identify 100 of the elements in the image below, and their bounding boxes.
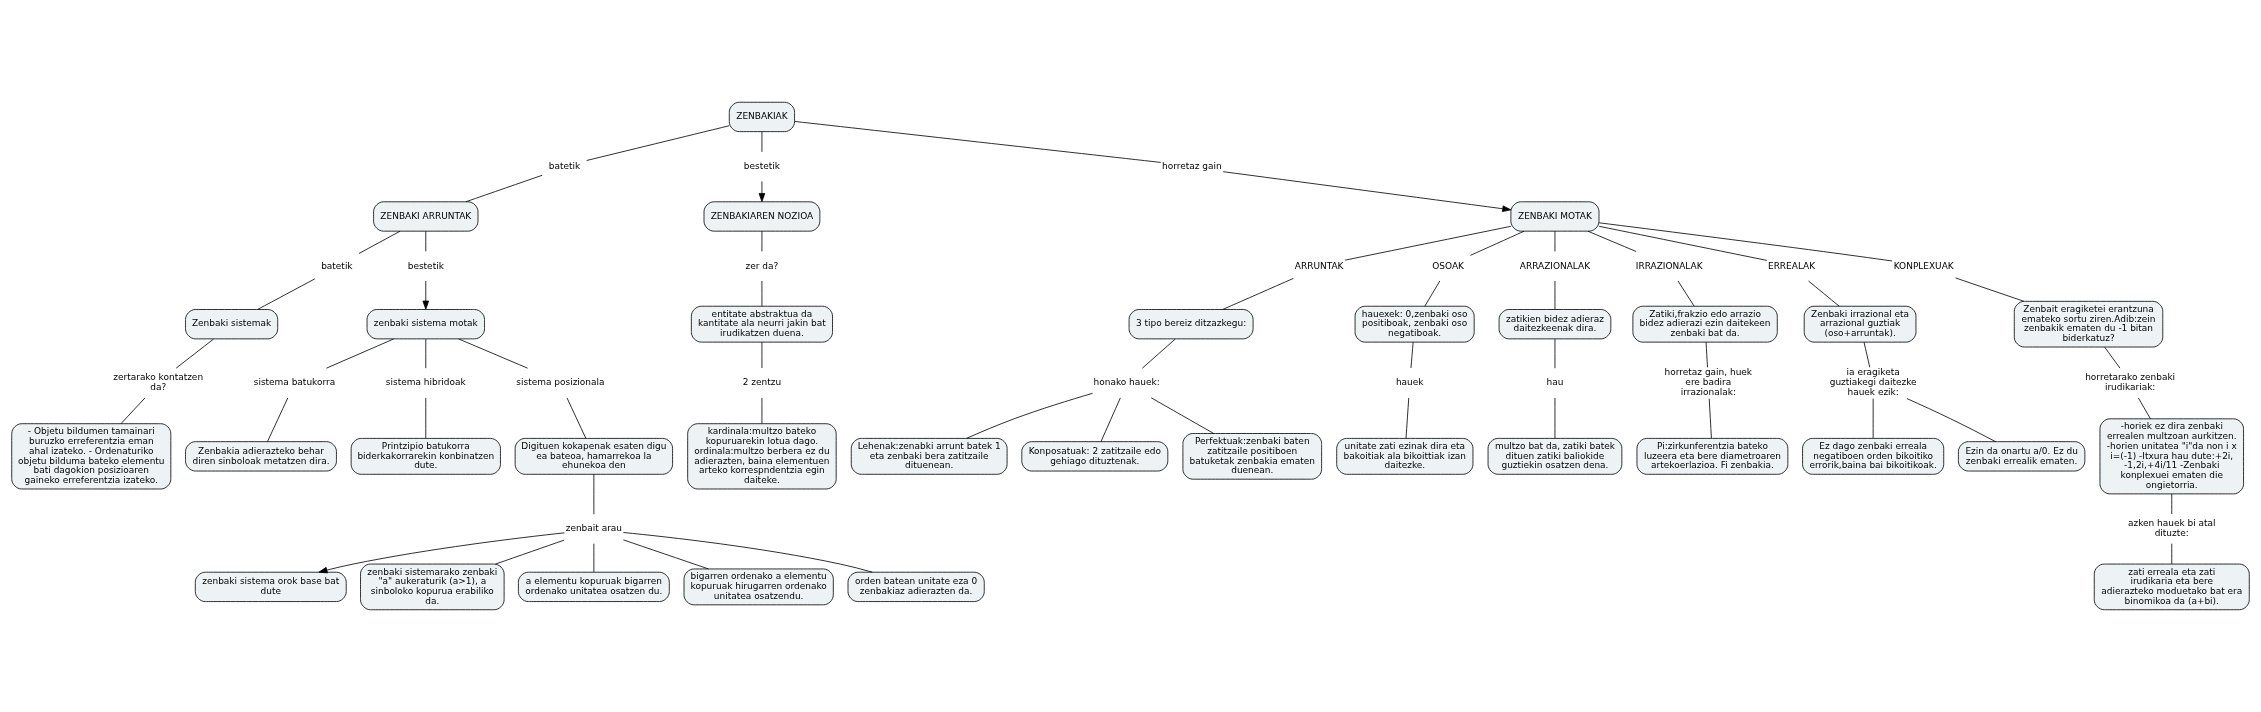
connector [326,338,395,369]
node-box: Ez dago zenbaki erreala negatiboen orden bikoitiko errorik,baina bai bikoitikoak. [1802,438,1945,475]
node-box: - Objetu bildumen tamainari buruzko erreferentzia eman ahal izateko. - Ordenaturiko objetu bilduma bateko elementu bati dagokion posizioaren gaineko erreferentzia izateko. [11,423,172,490]
connector [425,397,427,439]
arrow [758,181,766,202]
connector [1554,280,1556,310]
connector [1424,280,1441,307]
node-text: hauek [1395,377,1424,388]
connector [1808,280,1840,307]
node-box: Pi:zirkunferentzia bateko luzeera eta bere diametroaren artekoerlazioa. Fi zenbakia. [1636,438,1789,475]
node-text: honako hauek: [1093,377,1160,388]
node-text: zertarako kontatzen da? [113,372,204,393]
connector [2171,543,2173,565]
connector [1705,341,1708,368]
node-text: IRRAZIONALAK [1635,260,1703,271]
node-box: zatikien bidez adieraz daitezkeenak dira. [1498,309,1612,340]
connector [1598,225,1768,261]
connector [425,338,427,369]
connector [175,338,214,369]
connector [1150,397,1215,434]
connector [794,121,1162,163]
node-box: Zenbakia adierazteko behar diren sinboloak metatzen dira. [185,441,337,472]
connector [458,338,528,369]
node-box: zenbaki sistema motak [366,309,485,340]
node-box: 3 tipo bereiz ditzazkegu: [1128,309,1254,340]
node-box: zati erreala eta zati irudikaria eta bere adierazteko moduetako bat era binomikoa da (a+bi). [2093,563,2250,611]
node-box: zenbaki sistemarako zenbaki "a" aukeraturik (a>1), a sinboloko kopurua erabiliko da. [360,563,505,611]
node-box: Perfektuak:zenbaki baten zatitzaile positiboen batuketak zenbakia ematen duenean. [1182,433,1323,480]
node-box: bigarren ordenako a elementu kopuruak hirugarren ordenako unitatea osatzendu. [683,568,834,606]
connector [2104,346,2121,369]
connector [1100,397,1121,443]
node-box: Zenbaki sistemak [185,309,279,340]
node-box: ZENBAKIAREN NOZIOA [703,201,821,232]
connector [966,392,1093,439]
connector [1955,277,2025,302]
node-text: horretaz gain [1162,161,1222,171]
node-text: OSOAK [1432,260,1464,271]
node-box: Printzipio batukorra biderkakorrarekin konbinatzen dute. [350,438,501,475]
node-box: a elementu kopuruak bigarren ordenako unitatea osatzen du. [518,571,670,602]
connector [1587,230,1637,252]
node-box: Zenbait eragiketei erantzuna emateko sortu ziren.Adib:zein zenbakik ematen du -1 bitan biderkatuz? [2013,300,2164,348]
node-text: sistema posizionala [516,377,605,388]
node-text: horretaz gain, huek ere badira irrazionalak: [1664,367,1753,397]
node-text: ia eragiketa guztiakegi daitezke hauek ezik: [1829,367,1917,397]
connector [1470,230,1525,256]
connector [1405,397,1410,439]
node-box: ZENBAKIAK [728,101,795,133]
node-box: kardinala:multzo bateko kopuruarekin lotua dago. ordinala:multzo berbera ez du adierazten, baina elementuen arteko korrespndentzia egin daiteke. [687,423,837,490]
connector [761,230,763,252]
node-text: ERREALAK [1767,260,1816,271]
node-text: 2 zentzu [742,377,782,388]
node-box: Zatiki,frakzio edo arrazio bidez adierazi ezin daitekeen zenbaki bat da. [1632,305,1778,343]
node-text: sistema batukorra [253,377,336,388]
node-text: batetik [321,260,353,271]
connector [761,397,763,424]
connector [425,230,427,252]
connector [2171,493,2173,515]
connector [1872,398,1874,439]
connector [495,539,565,565]
node-box: entitate abstraktua da kantitate ala neurri jakin bat irudikatzen duena. [690,305,833,343]
arrow [1222,171,1512,212]
node-text: bestetik [743,161,780,171]
connector [1906,398,1996,443]
connector [1677,280,1695,307]
connector [1410,341,1414,369]
connector [1708,398,1712,439]
connector [465,174,543,203]
connector [593,473,595,515]
connector [1598,222,1893,262]
arrow [422,280,430,310]
node-box: ZENBAKI MOTAK [1510,201,1600,232]
connector [1554,230,1556,252]
node-box: ZENBAKI ARRUNTAK [373,201,479,232]
node-box: orden batean unitate eza 0 zenbakiaz adierazten da. [847,571,985,602]
node-text: hau [1546,377,1564,388]
connector [566,397,587,439]
connector [586,125,730,161]
node-text: bestetik [407,260,444,271]
node-text: sistema hibridoak [385,377,466,388]
node-box: zenbaki sistema orok base bat dute [194,571,347,602]
node-box: hauexek: 0,zenbaki oso positiboak, zenbaki oso negatiboak. [1354,305,1475,343]
node-text: horretarako zenbaki irudikariak: [2085,372,2176,393]
connector [761,131,763,153]
connector [358,230,401,254]
node-text: ARRAZIONALAK [1519,260,1591,271]
node-text: zer da? [745,260,779,271]
node-text: azken hauek bi atal dituzte: [2127,518,2216,539]
arrow [318,532,565,574]
node-text: ARRUNTAK [1294,260,1344,271]
node-box: -horiek ez dira zenbaki errealen multzoan aurkitzen. -horien unitatea "i"da non i x i=(-1) -Itxura hau dute:+2i, -1,2i,+4i/11 -Zenbaki konplexuei ematen die ongietorria. [2099,418,2244,495]
node-box: unitate zati ezinak dira eta bakoitiak ala bikoittiak izan daitezke. [1336,438,1474,475]
connector [1222,278,1294,310]
node-text: batetik [548,161,581,171]
node-box: Ezin da onartu a/0. Ez du zenbaki errealik ematen. [1958,441,2086,472]
connector [1141,338,1176,369]
connector [120,397,146,424]
connector [761,341,763,369]
connector [1344,225,1512,261]
connector [257,278,316,310]
connector [267,397,289,443]
